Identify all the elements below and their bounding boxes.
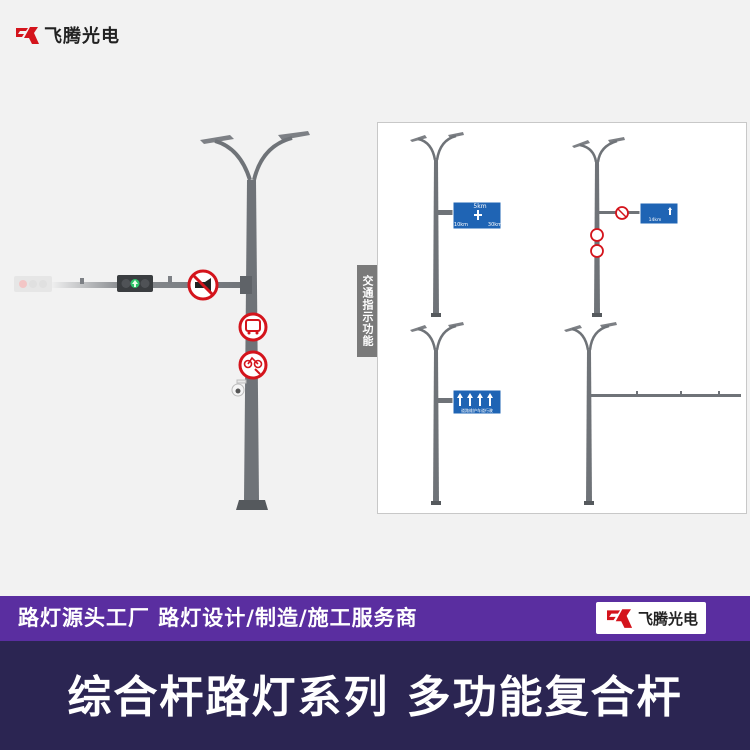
lane-sign-text: 道路维护车道行驶: [461, 407, 493, 413]
function-panel: [377, 122, 747, 514]
guide-sign-text: 14km: [649, 217, 662, 223]
slogan-text: 路灯源头工厂 路灯设计/制造/施工服务商: [18, 606, 418, 630]
pole-lane-sign: [410, 322, 502, 505]
banner-logo: 飞腾光电: [596, 602, 707, 634]
slogan-banner: 路灯源头工厂 路灯设计/制造/施工服务商 飞腾光电: [0, 596, 750, 641]
main-pole: [14, 131, 310, 510]
brand-name: 飞腾光电: [44, 26, 120, 47]
lamp-head-right: [278, 131, 310, 140]
bus-only-sign-icon: [238, 312, 268, 342]
pole-illustration: 5km 10km 30km 14km 道路维护车道行驶: [14, 131, 741, 510]
side-tab-label: 交通指示功能: [357, 265, 377, 357]
feiteng-logo-icon: [607, 609, 633, 628]
pole-arm-sign: [572, 137, 679, 317]
direction-sign-right: 30km: [488, 222, 502, 228]
bicycle-sign-icon: [238, 350, 268, 380]
headline-text: 综合杆路灯系列 多功能复合杆: [67, 672, 683, 723]
lamp-head-left: [200, 135, 234, 144]
brand-logo: 飞腾光电: [14, 22, 120, 48]
direction-sign-top: 5km: [473, 203, 486, 210]
small-guide-sign: [639, 202, 679, 225]
banner-brand-name: 飞腾光电: [638, 609, 699, 628]
direction-sign-left: 10km: [454, 222, 468, 228]
pole-cross-arm: [564, 322, 741, 505]
feiteng-logo-icon: [16, 27, 39, 44]
headline-banner: 综合杆路灯系列 多功能复合杆: [0, 641, 750, 750]
no-horn-sign-icon: [187, 269, 219, 301]
pole-direction-sign: [410, 132, 502, 317]
cctv-camera-icon: [231, 379, 247, 397]
